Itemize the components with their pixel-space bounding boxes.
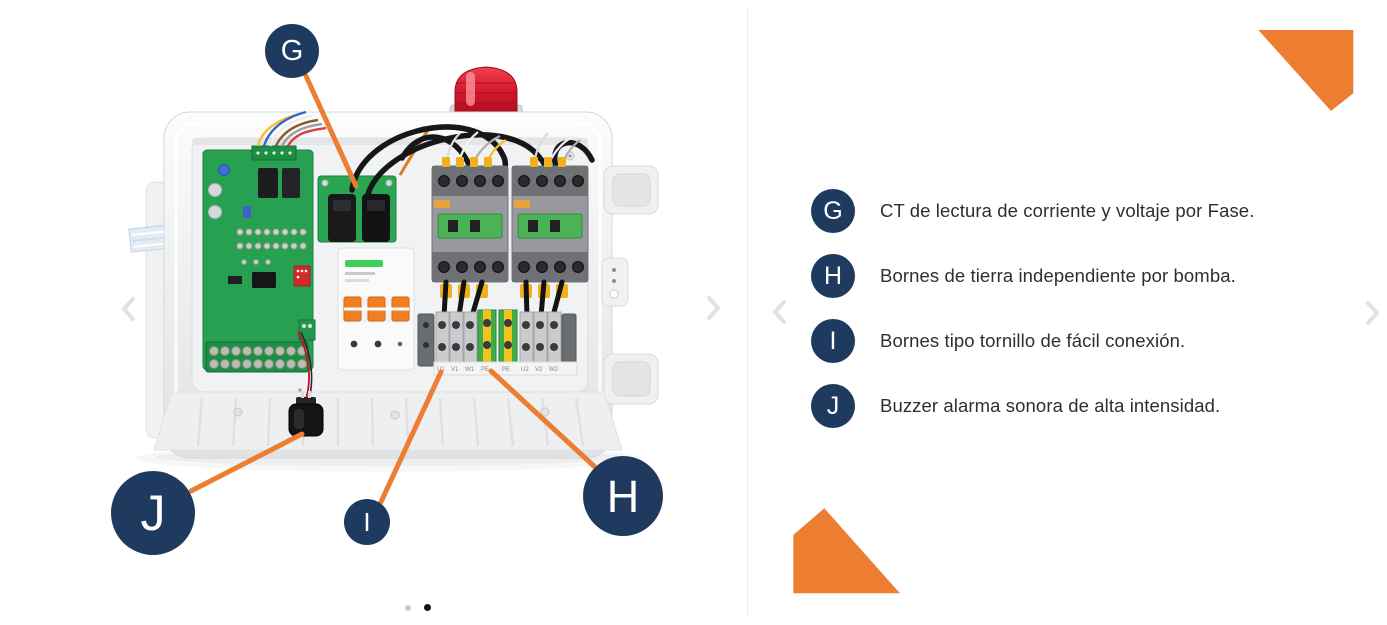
photo-callout-h: H: [583, 456, 663, 536]
photo-callout-g: G: [265, 24, 319, 78]
legend-letter-badge: H: [811, 254, 855, 298]
photo-next-button[interactable]: [698, 289, 728, 327]
terminal-label: V1: [451, 367, 459, 373]
legend-prev-button[interactable]: [765, 293, 795, 331]
legend-item-text: Bornes tipo tornillo de fácil conexión.: [880, 330, 1186, 351]
callout-line-h: [488, 368, 599, 471]
terminal-label: W2: [549, 367, 559, 373]
legend-item-i: I Bornes tipo tornillo de fácil conexión…: [811, 319, 1254, 363]
contactor-1: [431, 165, 509, 319]
legend-item-text: Bornes de tierra independiente por bomba…: [880, 265, 1236, 286]
photo-prev-button[interactable]: [114, 290, 144, 328]
terminal-label: V2: [535, 367, 543, 373]
enclosure-latches: [601, 165, 659, 405]
deco-triangle-bottom-left: [793, 508, 900, 594]
terminal-label: W1: [465, 367, 475, 373]
photo-callout-j: J: [111, 471, 195, 555]
alarm-beacon: [449, 66, 523, 118]
carousel-dot-1[interactable]: [405, 604, 411, 611]
chevron-left-icon: [121, 296, 136, 322]
chevron-right-icon: [706, 295, 721, 321]
legend-item-h: H Bornes de tierra independiente por bom…: [811, 254, 1254, 298]
legend-item-g: G CT de lectura de corriente y voltaje p…: [811, 189, 1254, 233]
circuit-breaker: [337, 247, 415, 371]
legend-item-text: CT de lectura de corriente y voltaje por…: [880, 200, 1255, 221]
ct-board: [317, 129, 430, 243]
callout-line-i: [378, 369, 444, 505]
carousel-dot-2[interactable]: [424, 604, 431, 611]
legend-next-button[interactable]: [1357, 294, 1387, 332]
wire-ferrules: [442, 157, 566, 167]
control-pcb: [202, 110, 327, 403]
legend-item-text: Buzzer alarma sonora de alta intensidad.: [880, 395, 1221, 416]
legend-item-j: J Buzzer alarma sonora de alta intensida…: [811, 384, 1254, 428]
callout-line-g: [303, 73, 359, 189]
contactor-2: [511, 165, 589, 319]
panel-divider: [747, 8, 748, 616]
legend-list: G CT de lectura de corriente y voltaje p…: [811, 189, 1254, 449]
deco-triangle-top-right: [1258, 30, 1354, 111]
legend-letter-badge: I: [811, 319, 855, 363]
terminal-block: U1 V1 W1 PE PE U2 V2 W2: [417, 309, 578, 376]
photo-callout-i: I: [344, 499, 390, 545]
legend-letter-badge: G: [811, 189, 855, 233]
buzzer: [288, 391, 324, 437]
chevron-right-icon: [1365, 300, 1380, 326]
terminal-label: U2: [521, 367, 529, 373]
terminal-label: PE: [502, 367, 510, 373]
callout-line-j: [188, 431, 305, 494]
terminal-label: PE: [481, 367, 489, 373]
chevron-left-icon: [772, 299, 787, 325]
enclosure-skirt: [153, 391, 623, 451]
carousel-dots: [405, 604, 431, 611]
legend-letter-badge: J: [811, 384, 855, 428]
